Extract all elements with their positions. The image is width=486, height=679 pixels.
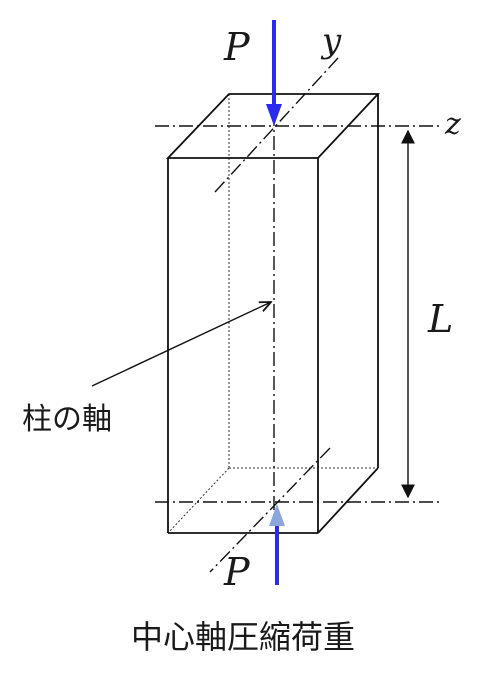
prism-edges — [165, 93, 381, 534]
y-axis-top — [214, 57, 339, 193]
z-axis-label: z — [444, 107, 461, 142]
length-label: L — [427, 297, 453, 341]
column-axis-label: 柱の軸 — [22, 402, 112, 437]
caption: 中心軸圧縮荷重 — [131, 618, 355, 656]
column-axis-leader — [91, 302, 271, 387]
axis-lines — [155, 57, 440, 573]
load-label-top: P — [223, 25, 251, 69]
y-axis-label: y — [320, 21, 342, 61]
load-label-bottom: P — [223, 550, 251, 594]
y-axis-bottom — [209, 447, 331, 573]
hidden-edges — [167, 94, 378, 534]
arrow-up-icon — [269, 504, 285, 585]
arrow-down-icon — [266, 20, 282, 126]
